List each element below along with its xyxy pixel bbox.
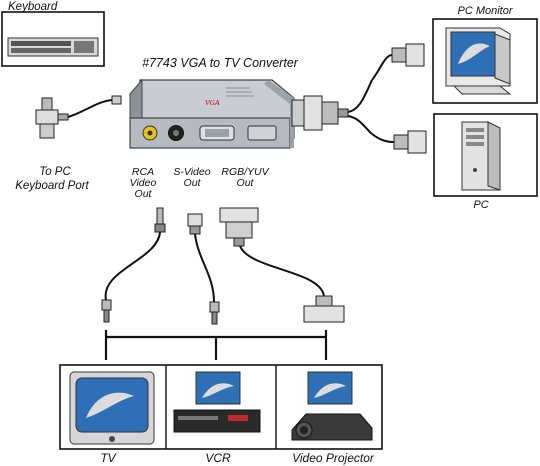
keyboard-icon — [8, 38, 98, 56]
rgb-label-2: Out — [237, 177, 255, 189]
vcr-label: VCR — [205, 451, 231, 465]
monitor-vga-connector — [372, 44, 424, 80]
keyboard-label: Keyboard — [8, 1, 58, 13]
converter-box-icon: ᴠɢᴀ — [130, 80, 294, 148]
tv-label: TV — [100, 451, 116, 465]
keyboard-port-label-1: To PC — [39, 166, 71, 178]
pc-monitor-panel — [433, 19, 537, 103]
svideo-port — [169, 126, 184, 141]
keyboard-port-connector — [36, 96, 121, 138]
devices-panel — [60, 365, 382, 449]
pc-tower-icon — [462, 122, 500, 190]
rca-port — [143, 126, 157, 140]
pc-vga-connector — [372, 131, 426, 153]
rca-cable — [102, 208, 165, 322]
pc-panel — [434, 114, 537, 196]
keyboard-panel — [2, 12, 104, 66]
connection-bus — [106, 330, 326, 360]
rca-label-3: Out — [135, 188, 153, 200]
tv-icon — [70, 372, 154, 444]
vga-port — [200, 126, 234, 140]
svideo-label-2: Out — [184, 177, 202, 189]
pc-monitor-label: PC Monitor — [457, 5, 513, 17]
diagram-title: #7743 VGA to TV Converter — [142, 56, 299, 70]
projector-label: Video Projector — [292, 451, 375, 465]
pc-label: PC — [473, 199, 488, 211]
monitor-icon — [446, 28, 510, 94]
vga-down-cable — [220, 208, 344, 322]
svideo-cable — [188, 214, 219, 324]
keyboard-port-label-2: Keyboard Port — [15, 180, 89, 192]
brand-logo: ᴠɢᴀ — [205, 96, 220, 108]
vga-splitter — [292, 44, 426, 153]
